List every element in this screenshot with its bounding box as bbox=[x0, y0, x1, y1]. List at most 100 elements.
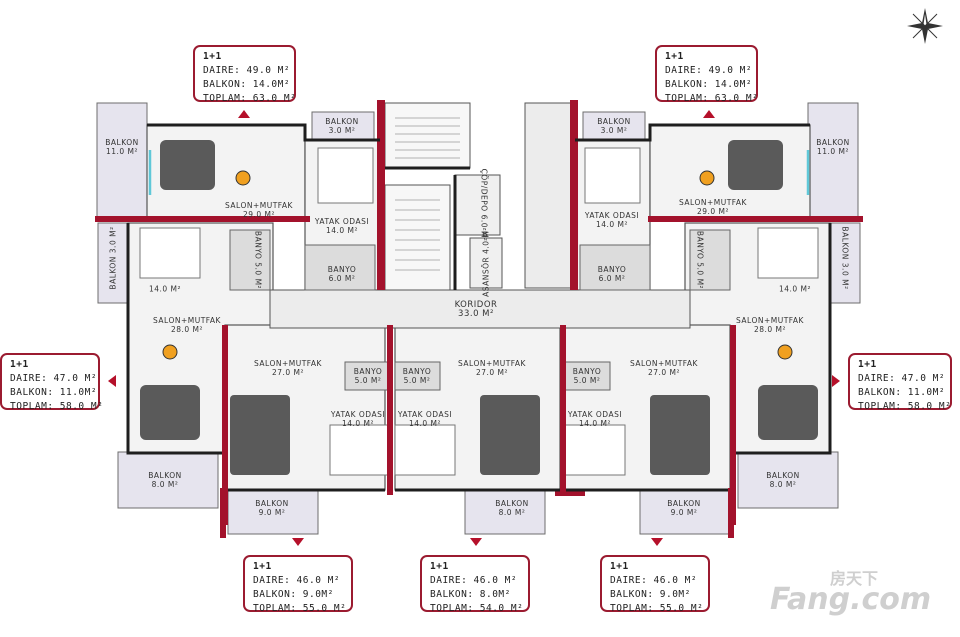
compass-icon bbox=[907, 8, 943, 44]
bath-ml bbox=[229, 229, 271, 291]
room-label-yatak: 14.0 M² bbox=[778, 284, 812, 294]
sofa-b1 bbox=[230, 395, 290, 475]
room-label-banyo: BANYO 5.0 M² bbox=[253, 230, 263, 290]
core-right bbox=[524, 102, 574, 289]
bed-b3 bbox=[564, 424, 626, 476]
table-mr bbox=[777, 344, 793, 360]
room-label-asansor: ASANSÖR 4.0 M² bbox=[481, 227, 491, 297]
balcony-bottom-left-corner bbox=[117, 451, 219, 509]
sofa-mr bbox=[758, 385, 818, 440]
bed-mr bbox=[757, 227, 819, 279]
bath-b1 bbox=[344, 361, 391, 391]
wall-red bbox=[560, 325, 566, 495]
bath-b3 bbox=[564, 361, 611, 391]
bath-tl bbox=[304, 244, 376, 291]
stair-mid bbox=[384, 184, 451, 291]
arrow-down-icon bbox=[470, 538, 482, 546]
table-ml bbox=[162, 344, 178, 360]
wall-red bbox=[570, 100, 578, 290]
wall-red bbox=[220, 488, 226, 538]
table-tl bbox=[235, 170, 251, 186]
bath-b2 bbox=[394, 361, 441, 391]
balcony-b2 bbox=[464, 487, 546, 535]
wall-red bbox=[648, 216, 863, 222]
arrow-left-icon bbox=[108, 375, 116, 387]
wall-red bbox=[730, 325, 736, 525]
balcony-top-left-big bbox=[96, 102, 148, 221]
watermark-logo: Fang.com bbox=[770, 582, 932, 617]
wall-red bbox=[555, 490, 585, 496]
sofa-tr bbox=[728, 140, 783, 190]
balcony-top-right-big bbox=[807, 102, 859, 221]
shaft-asansor bbox=[469, 237, 503, 289]
sofa-b2 bbox=[480, 395, 540, 475]
wall-red bbox=[377, 100, 385, 290]
balcony-mid-left bbox=[97, 222, 129, 304]
room-label-balkon: BALKON 3.0 M² bbox=[840, 226, 850, 290]
arrow-down-icon bbox=[292, 538, 304, 546]
bath-tr bbox=[579, 244, 651, 291]
sofa-ml bbox=[140, 385, 200, 440]
arrow-up-icon bbox=[703, 110, 715, 118]
room-label-banyo: BANYO 5.0 M² bbox=[695, 230, 705, 290]
bed-b1b bbox=[394, 424, 456, 476]
watermark-cn: 房天下 bbox=[830, 569, 879, 588]
wall-red bbox=[728, 488, 734, 538]
room-label-yatak: 14.0 M² bbox=[148, 284, 182, 294]
corridor bbox=[269, 289, 691, 329]
room-label-balkon: BALKON 3.0 M² bbox=[108, 226, 118, 290]
wall-red bbox=[95, 216, 310, 222]
bed-b1a bbox=[329, 424, 391, 476]
bed-tr bbox=[584, 147, 641, 204]
bed-ml bbox=[139, 227, 201, 279]
bath-mr bbox=[689, 229, 731, 291]
stair-top bbox=[384, 102, 471, 169]
sofa-b3 bbox=[650, 395, 710, 475]
bed-tl bbox=[317, 147, 374, 204]
sofa-tl bbox=[160, 140, 215, 190]
arrow-up-icon bbox=[238, 110, 250, 118]
table-tr bbox=[699, 170, 715, 186]
shaft-copluk bbox=[454, 174, 501, 236]
arrow-down-icon bbox=[651, 538, 663, 546]
balcony-top-left-small bbox=[311, 111, 375, 141]
arrow-right-icon bbox=[832, 375, 840, 387]
balcony-bottom-right-corner bbox=[737, 451, 839, 509]
wall-red bbox=[222, 325, 228, 525]
wall-red bbox=[387, 325, 393, 495]
